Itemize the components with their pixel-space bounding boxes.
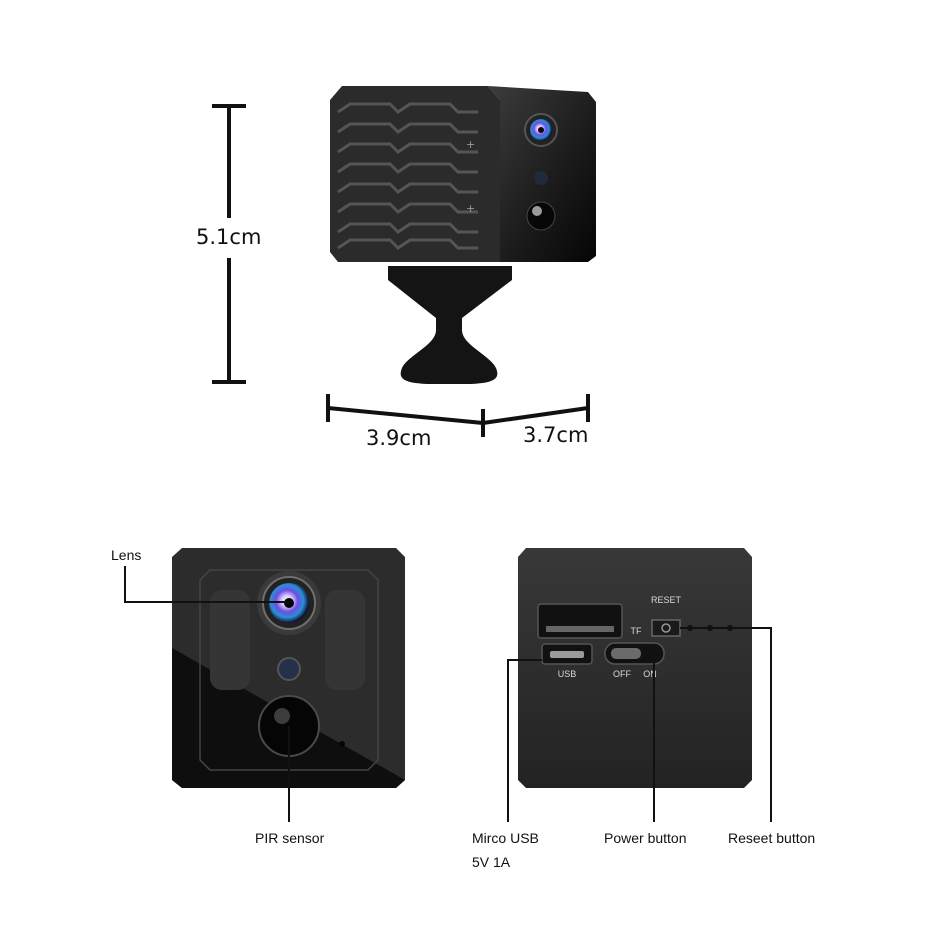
reset-button-callout: Reseet button (728, 830, 816, 846)
off-label: OFF (613, 669, 631, 679)
height-dimension (212, 104, 246, 384)
camera-3d-view: + + (330, 86, 596, 384)
svg-text:+: + (466, 138, 475, 151)
svg-text:+: + (466, 202, 475, 215)
pir-sensor-callout: PIR sensor (255, 830, 325, 846)
reset-label: RESET (651, 595, 682, 605)
width-label: 3.9cm (366, 426, 432, 450)
camera-front-view (124, 548, 405, 822)
height-label: 5.1cm (196, 225, 262, 249)
power-button-callout: Power button (604, 830, 687, 846)
camera-back-view: RESET TF USB OFF ON (507, 548, 772, 822)
lens-callout: Lens (111, 547, 142, 563)
micro-usb-power-callout: 5V 1A (472, 854, 511, 870)
on-label: ON (643, 669, 657, 679)
tf-label: TF (631, 626, 642, 636)
micro-usb-callout: Mirco USB (472, 830, 539, 846)
width-depth-dimension (326, 394, 590, 437)
depth-label: 3.7cm (523, 423, 589, 447)
usb-label: USB (558, 669, 577, 679)
